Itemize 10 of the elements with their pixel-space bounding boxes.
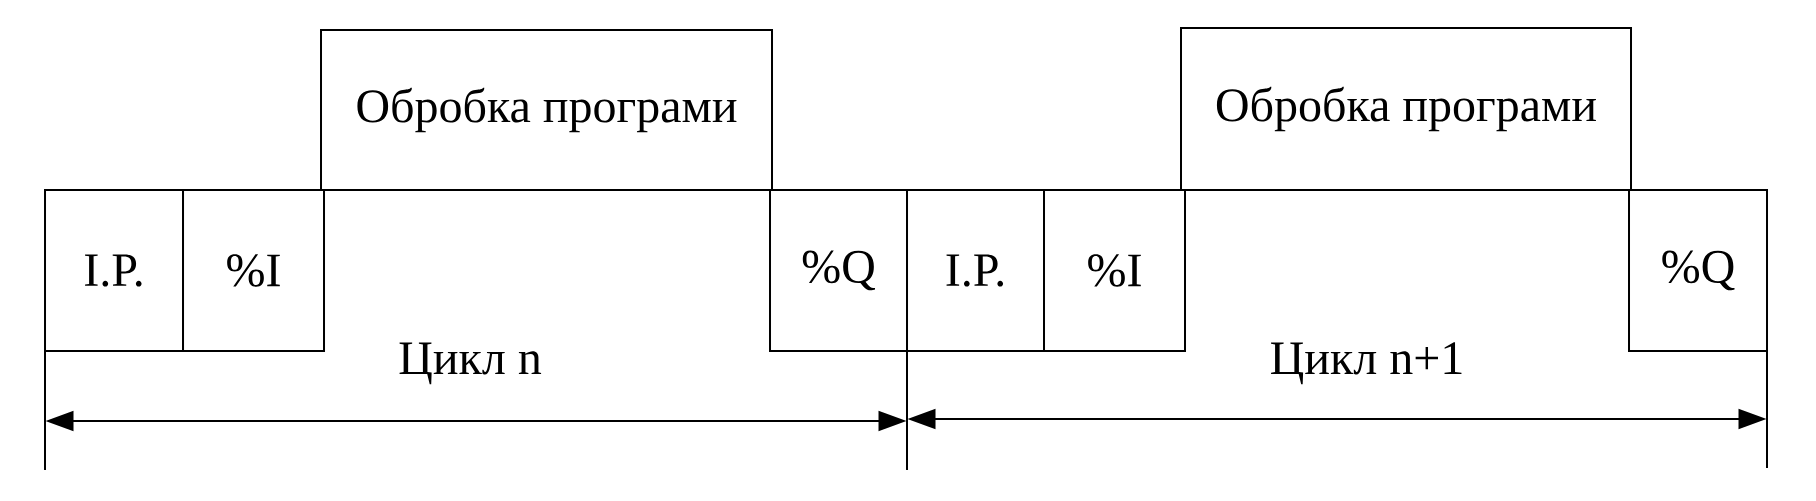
dimension-label: Цикл n <box>399 342 542 385</box>
process-box: Обробка програми <box>1180 27 1632 191</box>
process-box: %Q <box>769 189 908 352</box>
dimension-label: Цикл n+1 <box>1271 342 1462 385</box>
process-box: I.P. <box>906 189 1045 352</box>
process-box: Обробка програми <box>320 29 773 191</box>
process-box: %Q <box>1628 189 1768 352</box>
process-box: %I <box>1043 189 1186 352</box>
process-box: %I <box>182 189 325 352</box>
process-box: I.P. <box>44 189 184 352</box>
